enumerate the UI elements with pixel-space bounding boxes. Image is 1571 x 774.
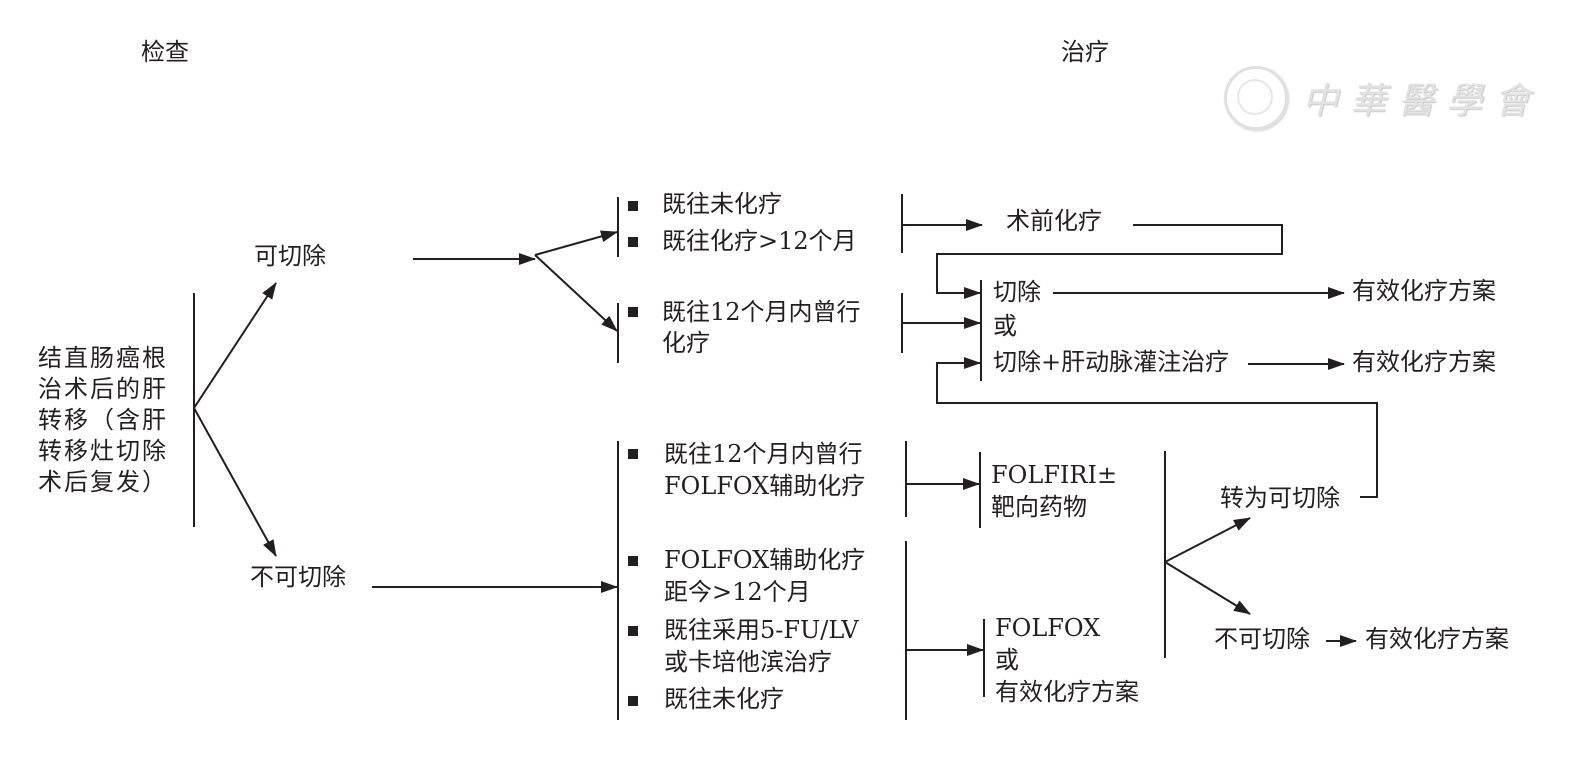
ub1-line: FOLFOX辅助化疗 [664, 546, 866, 574]
folfox-line: 或 [995, 646, 1019, 674]
still-unresectable-node: 不可切除 [1214, 625, 1310, 653]
origin-line: 治术后的肝 [38, 375, 168, 403]
effective-regimen-node: 有效化疗方案 [1365, 625, 1509, 653]
folfox-line: FOLFOX [995, 614, 1101, 642]
or-label: 或 [993, 312, 1017, 340]
watermark-text: 中華醫學會 [1302, 81, 1543, 122]
folfiri-line: FOLFIRI± [991, 461, 1118, 489]
header-treatment: 治疗 [1061, 38, 1109, 66]
unresectable-node: 不可切除 [250, 563, 346, 591]
bullet-icon [628, 201, 638, 211]
arrow-to-still-unresectable [1164, 561, 1251, 615]
ub2-line: 既往采用5-FU/LV [664, 616, 859, 644]
origin-line: 转移灶切除 [38, 437, 168, 465]
arrow-to-group-b [534, 254, 618, 332]
group-a-item: 既往化疗>12个月 [662, 227, 857, 255]
group-b-line: 化疗 [662, 329, 710, 357]
arrow-to-converted [1164, 517, 1251, 563]
bullet-icon [628, 237, 638, 247]
folfiri-line: 靶向药物 [991, 493, 1087, 521]
origin-line: 结直肠癌根 [38, 344, 168, 372]
bullet-icon [628, 449, 638, 459]
effective-regimen-node: 有效化疗方案 [1352, 277, 1496, 305]
converted-resectable-node: 转为可切除 [1220, 484, 1340, 512]
origin-node: 结直肠癌根 治术后的肝 转移（含肝 转移灶切除 术后复发） [38, 343, 168, 498]
folfox-line: 有效化疗方案 [995, 678, 1139, 706]
watermark: 中華醫學會 [1222, 66, 1530, 130]
resection-hai-node: 切除+肝动脉灌注治疗 [993, 348, 1230, 376]
ua-line: FOLFOX辅助化疗 [664, 472, 866, 500]
arrow-to-unresectable [193, 407, 277, 557]
preop-chemo-node: 术前化疗 [1006, 207, 1102, 235]
ub1-line: 距今>12个月 [664, 578, 811, 606]
group-a-item: 既往未化疗 [662, 190, 782, 218]
origin-line: 转移（含肝 [38, 406, 168, 434]
preop-to-resection-path [936, 224, 1283, 299]
bullet-icon [628, 696, 638, 706]
bullet-icon [628, 556, 638, 566]
ub3-line: 既往未化疗 [664, 685, 784, 713]
header-examination: 检查 [141, 38, 189, 66]
resectable-node: 可切除 [254, 242, 326, 270]
group-b-line: 既往12个月内曾行 [662, 298, 861, 326]
arrow-to-group-a [534, 230, 618, 256]
resection-node: 切除 [993, 278, 1041, 306]
converted-to-resection-path [936, 357, 1378, 498]
origin-line: 术后复发） [38, 468, 168, 496]
bullet-icon [628, 307, 638, 317]
cma-seal-icon [1224, 66, 1288, 130]
ub2-line: 或卡培他滨治疗 [664, 648, 832, 676]
arrow-to-resectable [193, 282, 277, 409]
ua-line: 既往12个月内曾行 [664, 440, 863, 468]
bullet-icon [628, 626, 638, 636]
effective-regimen-node: 有效化疗方案 [1352, 348, 1496, 376]
